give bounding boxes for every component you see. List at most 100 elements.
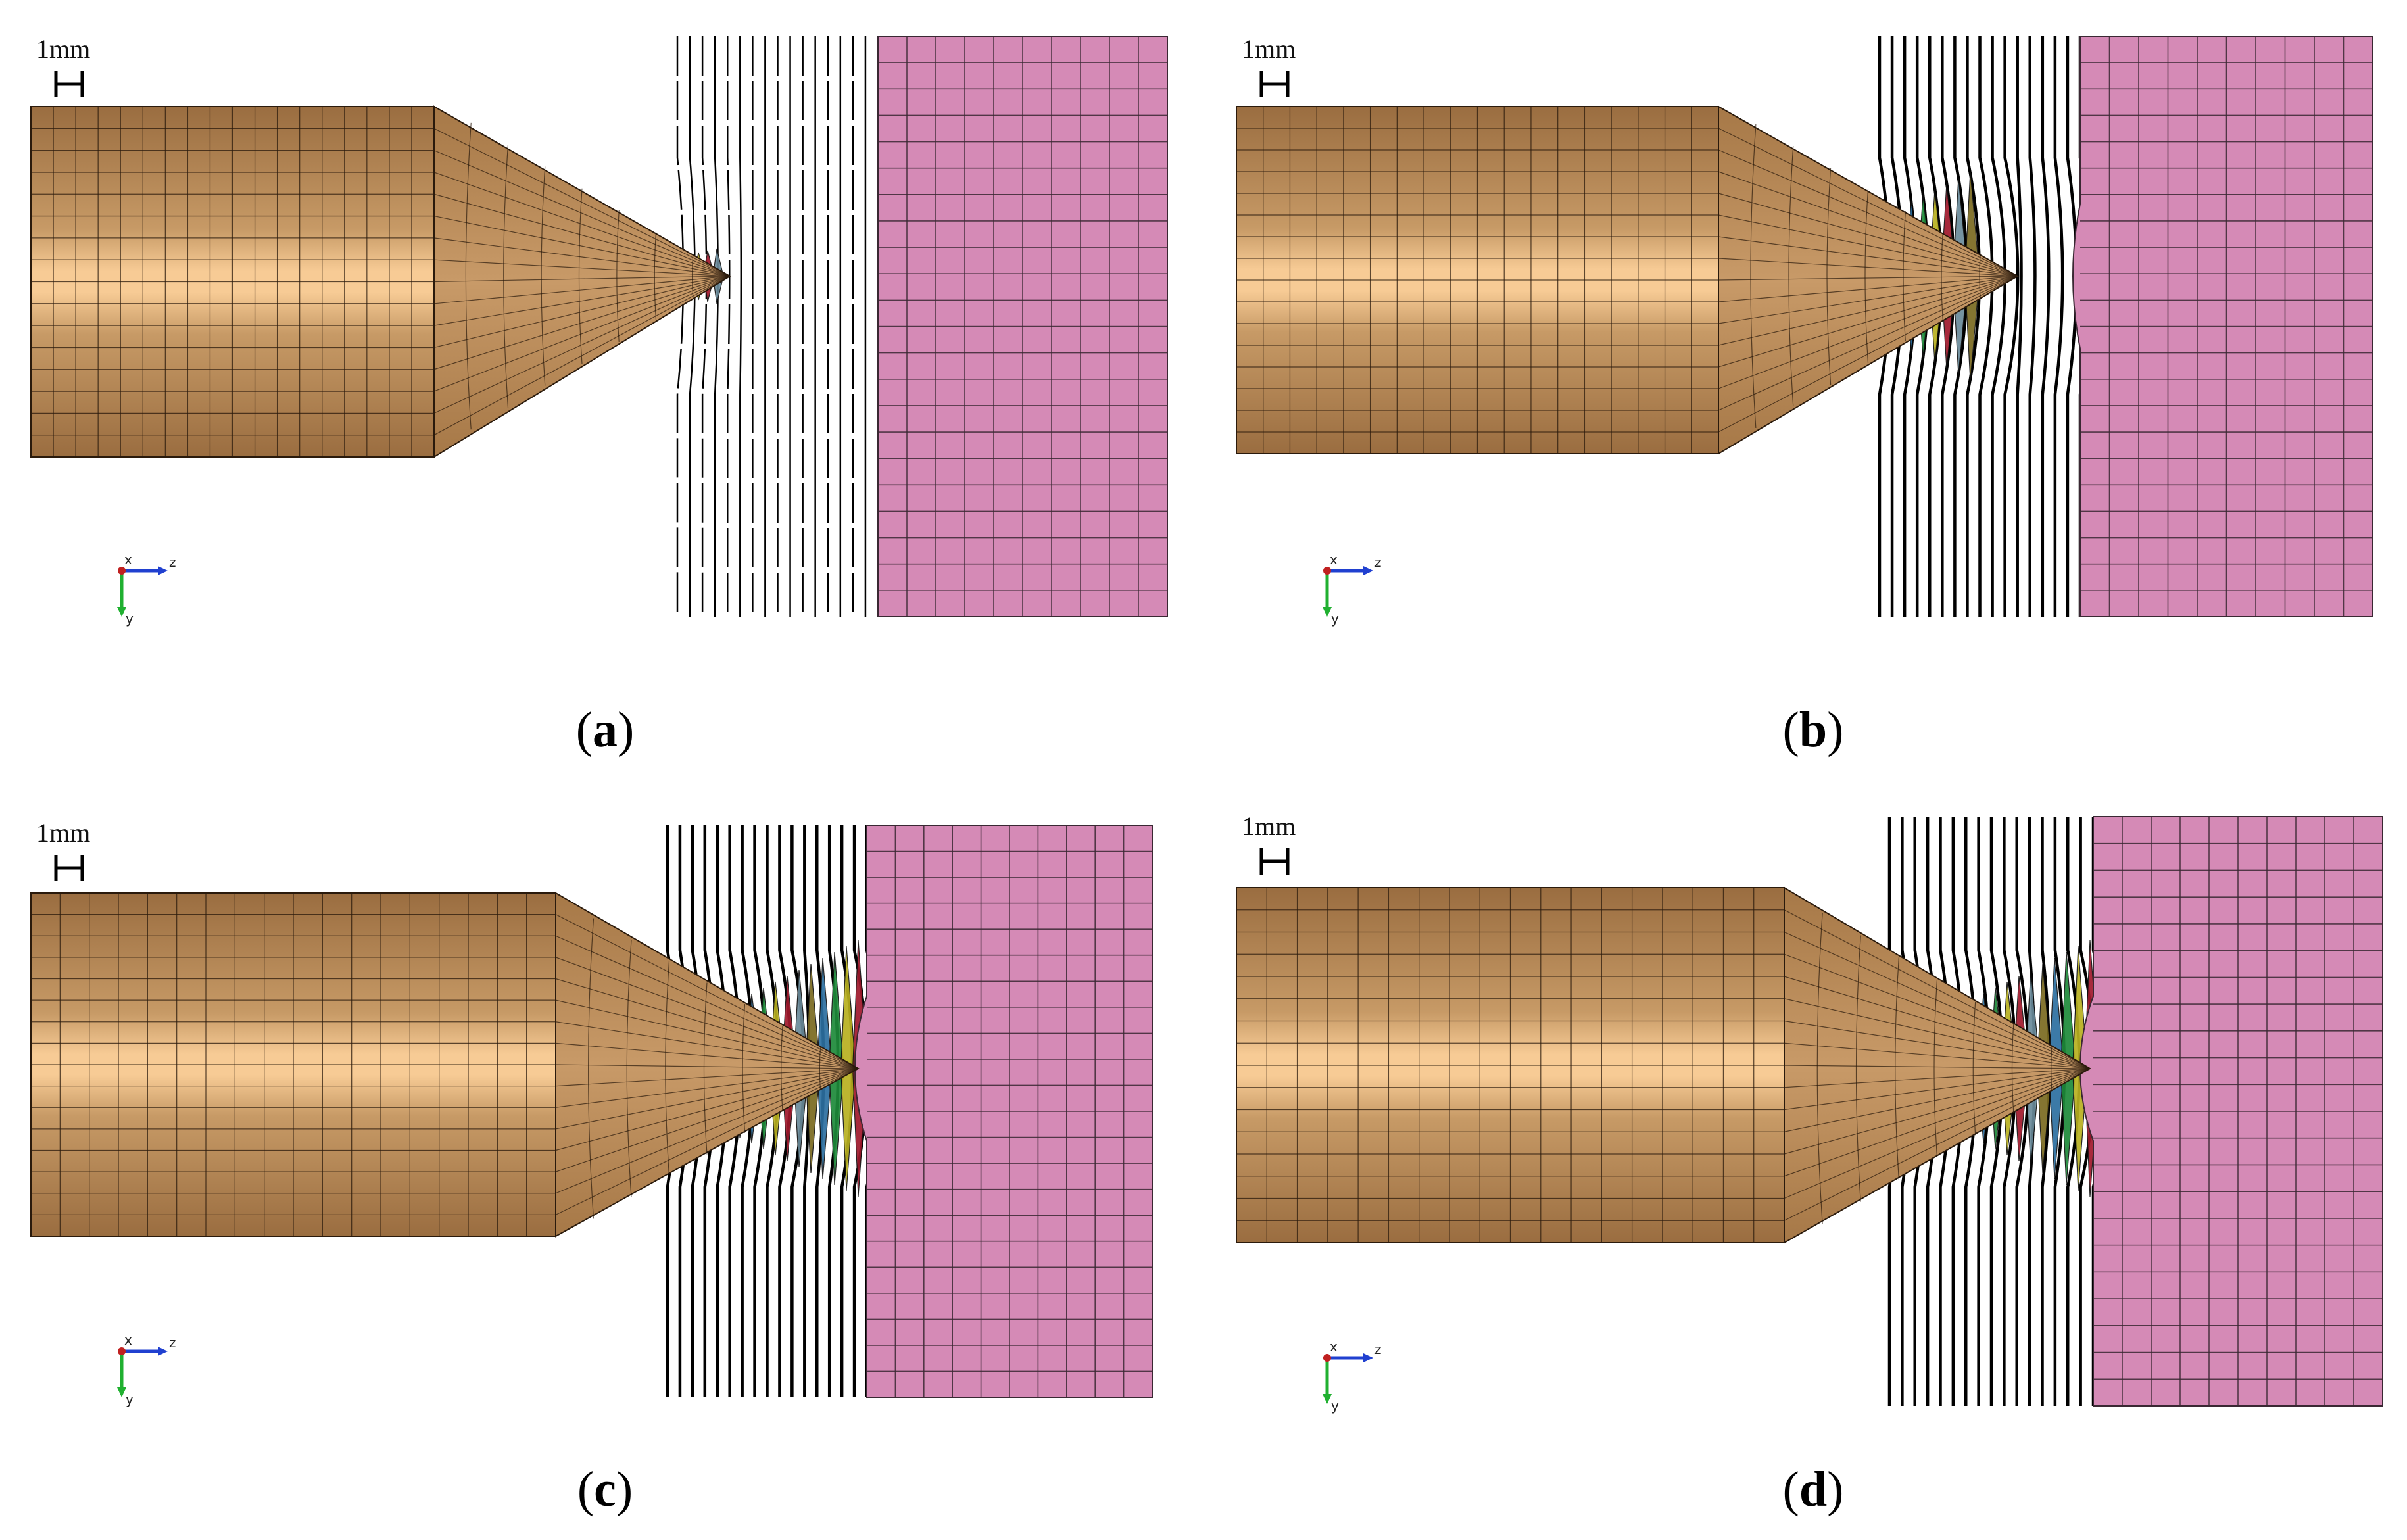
plate-line — [739, 36, 742, 617]
target-block — [854, 825, 1153, 1398]
projectile-nose-line — [433, 276, 731, 326]
plate-line — [2028, 36, 2037, 617]
projectile-nose-line — [433, 150, 731, 277]
target-block — [2072, 36, 2373, 617]
plate-line — [1991, 36, 2007, 617]
axis-x-label: x — [124, 1332, 132, 1348]
axis-z-arrow — [158, 1347, 168, 1356]
projectile-nose-ring — [1864, 189, 1869, 364]
projectile-nose — [1784, 886, 2091, 1244]
projectile-nose-line — [433, 128, 731, 277]
plate-line — [701, 36, 708, 617]
plate-line — [727, 36, 731, 617]
projectile-nose-ring — [2011, 1024, 2014, 1113]
plate-line — [676, 36, 685, 617]
scale-label: 1mm — [36, 34, 90, 64]
projectile-nose-line — [433, 259, 731, 277]
scale-label: 1mm — [36, 818, 90, 848]
panel-caption: (c) — [577, 1462, 633, 1517]
plate-line — [2053, 36, 2064, 617]
projectile-nose-line — [1718, 258, 2018, 277]
axis-z-arrow — [1363, 566, 1373, 575]
axis-y-arrow — [117, 1387, 126, 1397]
plate-line — [2066, 36, 2078, 617]
projectile — [1236, 105, 2019, 455]
projectile-nose-line — [1784, 1065, 2091, 1069]
projectile-nose-line — [1784, 1042, 2091, 1069]
plate-line — [2016, 36, 2023, 617]
projectile-nose-line — [555, 1068, 859, 1194]
axis-z-arrow — [1363, 1353, 1373, 1362]
projectile-nose-ring — [1816, 913, 1823, 1224]
projectile-nose-line — [433, 276, 731, 349]
projectile-nose-ring — [1750, 124, 1757, 429]
projectile-nose-line — [1718, 149, 2018, 277]
axis-x-label: x — [1330, 1339, 1338, 1355]
projectile-nose-line — [555, 1068, 859, 1151]
projectile-nose-ring — [588, 918, 595, 1219]
scale-bar: 1mm — [36, 818, 90, 881]
plate-line — [1978, 36, 1994, 617]
axis-x-dot — [1323, 1354, 1331, 1362]
projectile-nose-line — [1718, 276, 2018, 346]
projectile-nose-line — [1784, 1068, 2091, 1199]
axis-z-label: z — [169, 554, 176, 570]
projectile — [1236, 886, 2091, 1244]
projectile-nose-line — [555, 935, 859, 1069]
projectile-nose-line — [1784, 909, 2091, 1069]
projectile-nose-line — [1718, 193, 2018, 277]
projectile-nose-line — [433, 276, 731, 392]
projectile-nose-line — [1718, 276, 2018, 411]
projectile-nose-line — [555, 1068, 859, 1215]
projectile-nose-line — [1784, 1020, 2091, 1069]
axis-y-label: y — [126, 611, 134, 627]
projectile-nose-line — [433, 237, 731, 277]
projectile-nose-line — [1718, 236, 2018, 277]
axis-x-label: x — [1330, 552, 1338, 567]
projectile-nose-line — [433, 172, 731, 277]
projectile-nose-ring — [1895, 957, 1899, 1180]
projectile-nose-ring — [1788, 145, 1794, 407]
projectile — [30, 105, 731, 458]
projectile-nose-line — [1718, 276, 2018, 433]
projectile-nose-line — [1718, 276, 2018, 389]
projectile-nose-line — [433, 215, 731, 277]
axis-y-label: y — [1331, 1398, 1339, 1414]
axis-y-arrow — [1323, 607, 1332, 617]
projectile-nose-ring — [2051, 1046, 2053, 1091]
projectile-nose-line — [555, 978, 859, 1069]
axis-x-dot — [1323, 567, 1331, 575]
projectile-nose-ring — [616, 210, 620, 342]
projectile-nose-line — [1784, 998, 2091, 1069]
projectile-nose-line — [1784, 953, 2091, 1069]
panel-caption: (d) — [1783, 1462, 1844, 1517]
projectile-nose-line — [555, 1068, 859, 1087]
scale-label: 1mm — [1242, 811, 1296, 841]
panel-caption: (a) — [576, 702, 635, 758]
projectile-nose-ring — [781, 1025, 783, 1112]
projectile-nose-line — [1718, 128, 2018, 277]
axis-y-arrow — [1323, 1394, 1332, 1404]
scale-bar: 1mm — [1242, 34, 1296, 97]
projectile-nose-ring — [503, 145, 509, 408]
projectile-nose-ring — [1972, 1001, 1976, 1136]
projectile-nose-ring — [578, 188, 583, 364]
projectile-nose-line — [1784, 1068, 2091, 1221]
projectile-nose-line — [1784, 1068, 2091, 1155]
projectile-nose-line — [1718, 214, 2018, 277]
scale-label: 1mm — [1242, 34, 1296, 64]
projectile-nose-line — [1718, 276, 2018, 302]
projectile-nose-ring — [541, 166, 546, 386]
plate-line — [2003, 36, 2020, 617]
plate-line — [689, 36, 696, 617]
projectile-nose-line — [555, 1068, 859, 1172]
projectile-nose-line — [555, 1068, 859, 1108]
projectile-nose-line — [555, 1068, 859, 1130]
projectile-nose-line — [555, 957, 859, 1069]
projectile-nose-ring — [665, 961, 670, 1176]
projectile-nose-ring — [1826, 167, 1832, 385]
projectile-nose-line — [1718, 171, 2018, 277]
